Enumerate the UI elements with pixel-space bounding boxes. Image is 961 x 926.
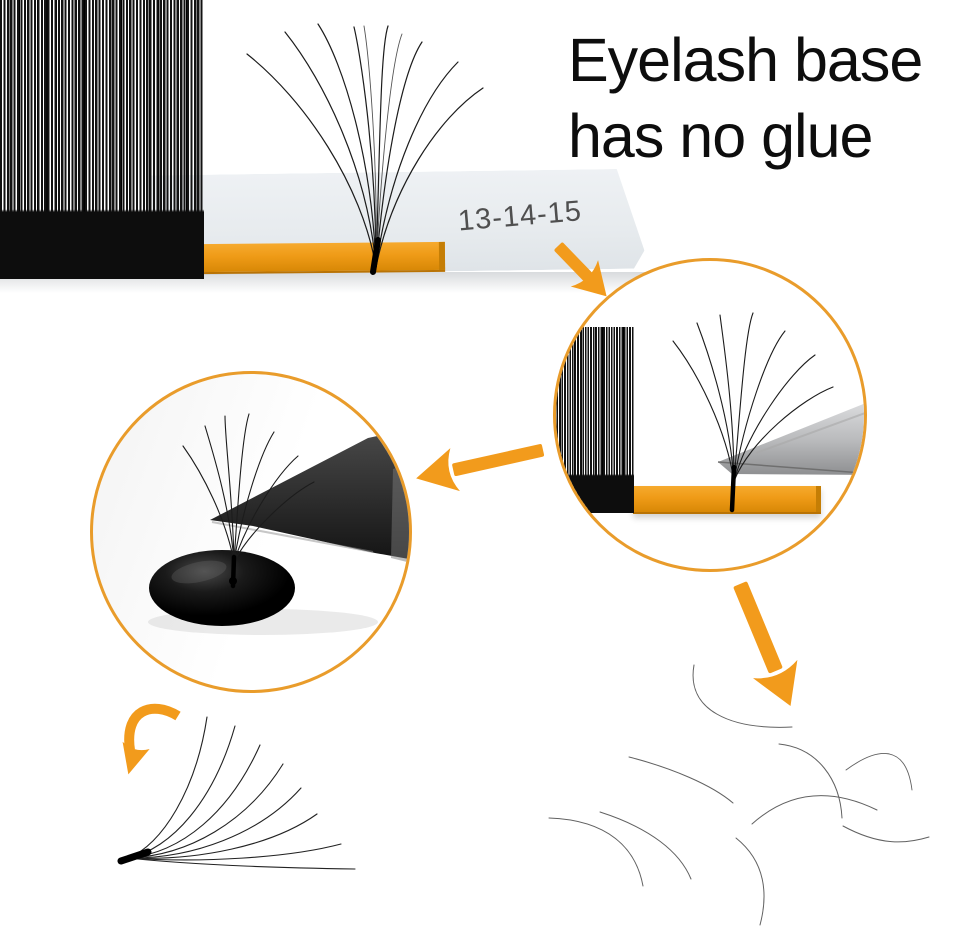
fan-base [729, 464, 737, 513]
lash-strand [127, 857, 356, 870]
lash-strand [127, 843, 342, 861]
arrow-head [753, 659, 798, 706]
lash-strand [182, 445, 235, 563]
lash-strand [672, 340, 735, 482]
single-lash [599, 811, 692, 880]
lash-strand [127, 763, 284, 859]
tweezer-edge [211, 521, 374, 553]
single-lash [735, 837, 765, 926]
lash-strand [204, 425, 235, 563]
lash-strand [733, 354, 816, 482]
lash-strand [127, 813, 318, 859]
lash-strip-block [0, 0, 204, 279]
tweezers-dark [210, 429, 409, 563]
lash-strand [127, 725, 236, 859]
lash-strand [696, 322, 735, 482]
arrow-head [416, 448, 460, 492]
headline-line-1: Eyelash base [568, 26, 923, 94]
single-lash [751, 795, 878, 825]
glue-bead [229, 577, 237, 585]
arrow-pickup-to-glue-icon [416, 444, 545, 492]
arrow-curled-to-fan-icon [122, 703, 181, 775]
pickup-scene [672, 312, 864, 513]
lash-strand [233, 455, 299, 563]
glue-highlight [171, 560, 227, 584]
glue-lash-fan [182, 413, 315, 589]
mini-lash-strip-block [556, 327, 634, 513]
mini-adhesive-strip [633, 486, 821, 514]
glue-dip-scene [148, 413, 409, 635]
arrow-shaft [733, 581, 783, 674]
arrow-shaft [452, 444, 545, 477]
pickup-lash-fan [672, 312, 834, 513]
fan-base [117, 848, 152, 865]
headline: Eyelash base has no glue [568, 22, 960, 174]
single-lash [628, 756, 734, 804]
lash-strand [233, 481, 315, 563]
single-lash [778, 743, 843, 819]
lash-strand [733, 386, 834, 482]
tray-size-label: 13-14-15 [456, 195, 584, 238]
lash-strand [127, 744, 261, 859]
arrow-pickup-to-loose-lashes-icon [733, 581, 798, 706]
lash-strand [719, 314, 735, 482]
arrow-curve [124, 703, 181, 751]
lash-strand [233, 431, 275, 563]
single-lash [845, 753, 913, 791]
tweezer-edge [717, 461, 864, 474]
tweezer-tip-shine [391, 463, 409, 563]
tweezer-highlight [755, 412, 864, 454]
tweezers [717, 403, 864, 475]
finished-lash-fan [117, 716, 356, 870]
lash-strand [127, 787, 302, 859]
glue-drop [149, 550, 295, 626]
lash-strand [127, 716, 208, 859]
lash-strand [733, 330, 786, 482]
headline-line-2: has no glue [568, 102, 873, 170]
loose-lashes [548, 664, 930, 926]
single-lash [842, 825, 930, 843]
lash-strand [733, 312, 754, 482]
step-circle-glue-dip [90, 371, 412, 693]
single-lash [548, 817, 644, 887]
lash-strand [233, 413, 250, 563]
tray-adhesive-strip [197, 241, 446, 275]
step-circle-pickup [553, 258, 867, 572]
lash-strand [224, 415, 235, 563]
arrow-head [122, 741, 150, 775]
single-lash [692, 664, 793, 728]
